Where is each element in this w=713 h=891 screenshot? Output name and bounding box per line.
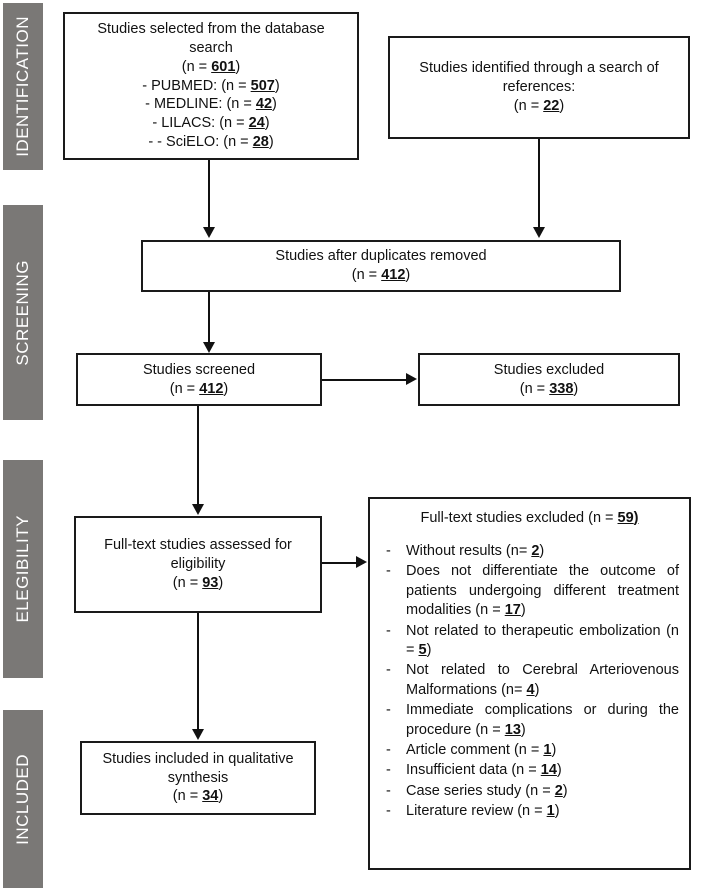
connector-references-to-duplicates xyxy=(538,139,540,228)
list-item: Immediate complications or during the pr… xyxy=(380,701,679,740)
stage-label-eligibility: ELEGIBILITY xyxy=(13,515,32,623)
fulltext-excluded-reason-list: Without results (n= 2) Does not differen… xyxy=(380,542,679,823)
studies-screened-count: (n = 412) xyxy=(169,380,229,397)
connector-database-to-duplicates xyxy=(208,160,210,228)
database-source-scielo: - - SciELO: (n = 28) xyxy=(148,134,274,151)
stage-label-screening: SCREENING xyxy=(13,259,32,366)
references-search-line2: references: xyxy=(502,79,576,96)
stage-bar-identification: IDENTIFICATION xyxy=(3,3,43,170)
stage-bar-included: INCLUDED xyxy=(3,710,43,888)
arrow-screened-to-excluded xyxy=(406,373,417,385)
database-search-total: (n = 601) xyxy=(181,58,241,75)
stage-label-included: INCLUDED xyxy=(13,753,32,845)
connector-fulltext-to-excluded xyxy=(322,562,357,564)
box-studies-excluded-screening: Studies excluded (n = 338) xyxy=(418,353,680,406)
studies-screened-line1: Studies screened xyxy=(142,361,256,378)
connector-duplicates-to-screened xyxy=(208,292,210,343)
box-fulltext-assessed: Full-text studies assessed for eligibili… xyxy=(74,516,322,613)
connector-screened-to-fulltext xyxy=(197,406,199,505)
fulltext-excluded-heading: Full-text studies excluded xyxy=(420,510,585,526)
box-duplicates-removed: Studies after duplicates removed (n = 41… xyxy=(141,240,621,292)
list-item: Without results (n= 2) xyxy=(380,542,679,562)
database-source-pubmed: - PUBMED: (n = 507) xyxy=(142,77,280,94)
fulltext-excluded-header: Full-text studies excluded (n = 59) xyxy=(380,509,679,528)
references-search-line1: Studies identified through a search of xyxy=(419,60,659,77)
duplicates-removed-line1: Studies after duplicates removed xyxy=(275,248,487,265)
list-item: Literature review (n = 1) xyxy=(380,802,679,822)
stage-bar-screening: SCREENING xyxy=(3,205,43,420)
box-references-search: Studies identified through a search of r… xyxy=(388,36,690,139)
stage-bar-eligibility: ELEGIBILITY xyxy=(3,460,43,678)
box-studies-screened: Studies screened (n = 412) xyxy=(76,353,322,406)
box-fulltext-excluded: Full-text studies excluded (n = 59) With… xyxy=(368,497,691,870)
list-item: Not related to therapeutic embolization … xyxy=(380,622,679,661)
connector-fulltext-to-included xyxy=(197,613,199,730)
list-item: Insufficient data (n = 14) xyxy=(380,761,679,781)
stage-label-identification: IDENTIFICATION xyxy=(13,16,32,157)
arrow-fulltext-to-included xyxy=(192,729,204,740)
database-search-title-line2: search xyxy=(189,39,233,56)
arrow-database-to-duplicates xyxy=(203,227,215,238)
arrow-fulltext-to-excluded xyxy=(356,556,367,568)
studies-excluded-count: (n = 338) xyxy=(519,380,579,397)
included-qualitative-count: (n = 34) xyxy=(172,788,224,805)
box-database-search: Studies selected from the database searc… xyxy=(63,12,359,160)
list-item: Does not differentiate the outcome of pa… xyxy=(380,562,679,620)
list-item: Article comment (n = 1) xyxy=(380,741,679,761)
database-source-medline: - MEDLINE: (n = 42) xyxy=(145,96,277,113)
fulltext-assessed-count: (n = 93) xyxy=(172,574,224,591)
connector-screened-to-excluded xyxy=(322,379,407,381)
included-qualitative-line2: synthesis xyxy=(167,769,229,786)
list-item: Case series study (n = 2) xyxy=(380,782,679,802)
fulltext-assessed-line1: Full-text studies assessed for xyxy=(104,537,292,554)
arrow-references-to-duplicates xyxy=(533,227,545,238)
box-included-qualitative: Studies included in qualitative synthesi… xyxy=(80,741,316,815)
fulltext-excluded-count: (n = 59) xyxy=(588,510,639,526)
arrow-duplicates-to-screened xyxy=(203,342,215,353)
fulltext-assessed-line2: eligibility xyxy=(170,556,226,573)
database-search-title-line1: Studies selected from the database xyxy=(97,21,325,38)
studies-excluded-line1: Studies excluded xyxy=(493,361,605,378)
list-item: Not related to Cerebral Arteriovenous Ma… xyxy=(380,661,679,700)
included-qualitative-line1: Studies included in qualitative xyxy=(102,750,294,767)
arrow-screened-to-fulltext xyxy=(192,504,204,515)
database-source-lilacs: - LILACS: (n = 24) xyxy=(152,115,270,132)
references-search-count: (n = 22) xyxy=(513,97,565,114)
duplicates-removed-count: (n = 412) xyxy=(351,267,411,283)
